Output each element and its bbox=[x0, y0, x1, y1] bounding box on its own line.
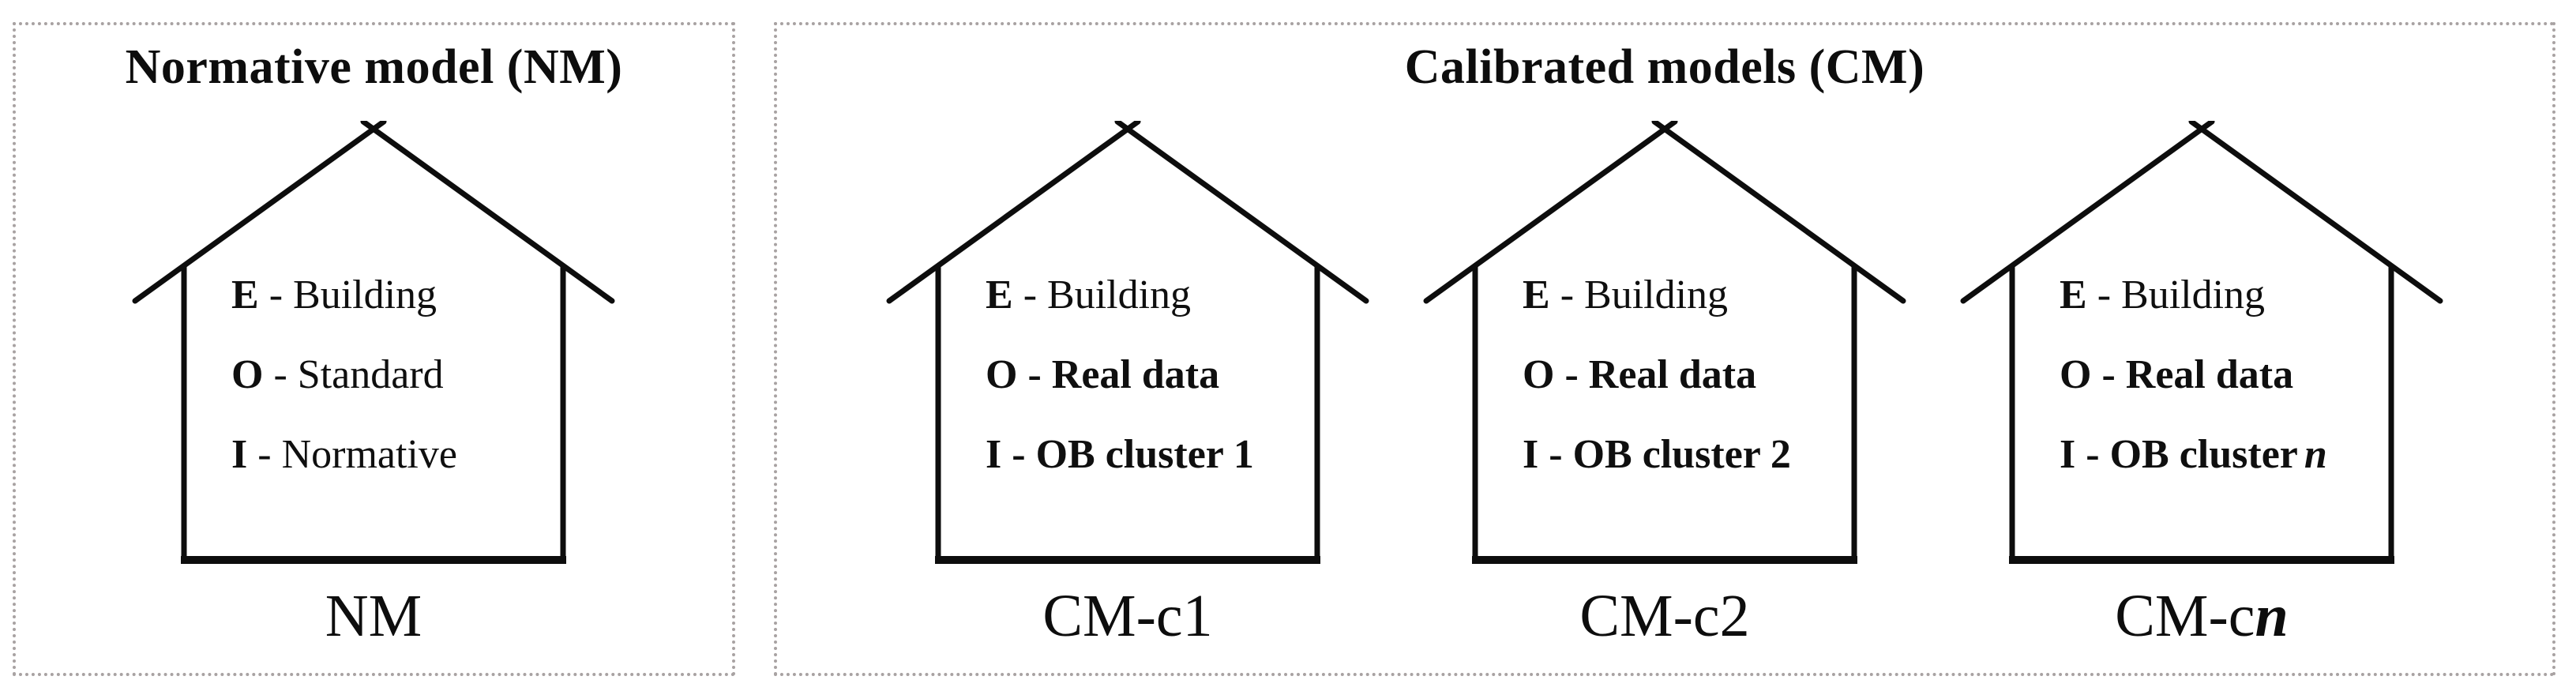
line-separator: - bbox=[2097, 272, 2112, 317]
house-shape-cm-c2: E-Building O-Real data I-OB cluster 2 bbox=[1420, 121, 1909, 571]
house-line-e: E-Building bbox=[1523, 255, 1854, 335]
line-text: Real data bbox=[1588, 352, 1757, 397]
line-text: OB cluster 2 bbox=[1572, 432, 1791, 477]
line-separator: - bbox=[257, 432, 272, 477]
line-key: E bbox=[231, 272, 259, 317]
house-label-text: NM bbox=[325, 583, 422, 649]
house-line-e: E-Building bbox=[986, 255, 1317, 335]
line-key: O bbox=[2060, 352, 2092, 397]
house-line-i: I-Normative bbox=[231, 415, 563, 494]
house-cm-c1: E-Building O-Real data I-OB cluster 1 CM… bbox=[883, 121, 1372, 652]
house-shape-nm: E-Building O-Standard I-Normative bbox=[129, 121, 618, 571]
house-nm: E-Building O-Standard I-Normative NM bbox=[129, 121, 618, 652]
line-key: I bbox=[1523, 432, 1539, 477]
line-suffix: n bbox=[2304, 432, 2327, 477]
house-text-cm-c1: E-Building O-Real data I-OB cluster 1 bbox=[986, 255, 1317, 494]
line-text: OB cluster 1 bbox=[1035, 432, 1254, 477]
line-separator: - bbox=[1564, 352, 1579, 397]
line-text: Building bbox=[2121, 272, 2266, 317]
line-text: Building bbox=[1584, 272, 1729, 317]
house-line-o: O-Real data bbox=[986, 335, 1317, 415]
line-text: OB cluster bbox=[2109, 432, 2298, 477]
line-key: O bbox=[1523, 352, 1555, 397]
panel-title-nm: Normative model (NM) bbox=[125, 40, 623, 94]
house-label-suffix: n bbox=[2255, 583, 2289, 649]
house-line-i: I-OB cluster 1 bbox=[986, 415, 1317, 494]
line-separator: - bbox=[1549, 432, 1563, 477]
line-key: O bbox=[986, 352, 1018, 397]
house-label-text: CM-c2 bbox=[1579, 583, 1750, 649]
line-separator: - bbox=[1023, 272, 1038, 317]
house-label-cm-cn: CM-cn bbox=[1957, 580, 2446, 652]
house-label-nm: NM bbox=[129, 580, 618, 652]
house-line-o: O-Real data bbox=[1523, 335, 1854, 415]
line-key: I bbox=[231, 432, 248, 477]
house-outline-icon bbox=[1423, 121, 1906, 564]
house-outline-icon bbox=[886, 121, 1369, 564]
normative-model-panel: Normative model (NM) E-Building O-Standa… bbox=[13, 22, 735, 676]
line-text: Real data bbox=[2125, 352, 2294, 397]
line-separator: - bbox=[1027, 352, 1042, 397]
house-outline-icon bbox=[1960, 121, 2443, 564]
house-line-o: O-Real data bbox=[2060, 335, 2391, 415]
house-line-o: O-Standard bbox=[231, 335, 563, 415]
line-text: Building bbox=[1047, 272, 1192, 317]
house-outline-icon bbox=[132, 121, 615, 564]
line-key: O bbox=[231, 352, 264, 397]
line-text: Standard bbox=[297, 352, 444, 397]
panel-title-cm: Calibrated models (CM) bbox=[1404, 40, 1925, 94]
house-shape-cm-c1: E-Building O-Real data I-OB cluster 1 bbox=[883, 121, 1372, 571]
house-line-e: E-Building bbox=[2060, 255, 2391, 335]
line-text: Normative bbox=[281, 432, 457, 477]
calibrated-houses-row: E-Building O-Real data I-OB cluster 1 CM… bbox=[777, 121, 2552, 652]
house-line-i: I-OB cluster 2 bbox=[1523, 415, 1854, 494]
line-key: E bbox=[986, 272, 1013, 317]
line-key: E bbox=[2060, 272, 2087, 317]
line-text: Building bbox=[293, 272, 437, 317]
house-label-text: CM-c bbox=[2115, 583, 2255, 649]
line-separator: - bbox=[273, 352, 287, 397]
house-label-cm-c2: CM-c2 bbox=[1420, 580, 1909, 652]
house-label-text: CM-c1 bbox=[1042, 583, 1213, 649]
line-separator: - bbox=[2086, 432, 2100, 477]
line-separator: - bbox=[1560, 272, 1575, 317]
line-key: E bbox=[1523, 272, 1550, 317]
calibrated-models-panel: Calibrated models (CM) E-Building O-Real… bbox=[774, 22, 2555, 676]
house-cm-c2: E-Building O-Real data I-OB cluster 2 CM… bbox=[1420, 121, 1909, 652]
line-text: Real data bbox=[1051, 352, 1220, 397]
line-key: I bbox=[986, 432, 1002, 477]
line-separator: - bbox=[2101, 352, 2116, 397]
house-text-nm: E-Building O-Standard I-Normative bbox=[231, 255, 563, 494]
line-key: I bbox=[2060, 432, 2076, 477]
house-line-e: E-Building bbox=[231, 255, 563, 335]
line-separator: - bbox=[268, 272, 284, 317]
line-separator: - bbox=[1012, 432, 1026, 477]
house-label-cm-c1: CM-c1 bbox=[883, 580, 1372, 652]
house-text-cm-c2: E-Building O-Real data I-OB cluster 2 bbox=[1523, 255, 1854, 494]
